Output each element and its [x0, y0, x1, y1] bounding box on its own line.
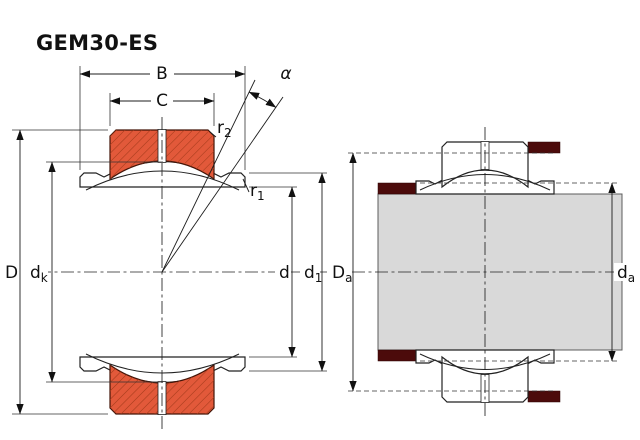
shaft-shoulder-bottom	[377, 349, 417, 362]
dim-r1-base: r	[250, 181, 257, 201]
alpha-line-2	[161, 96, 284, 273]
dim-Da-sub: a	[345, 271, 352, 285]
label-bg	[329, 263, 351, 281]
dim-r2-label: r2	[217, 118, 232, 140]
dim-d-label: d	[279, 263, 290, 283]
dim-d1-sub: 1	[315, 271, 323, 285]
drawing-title: GEM30-ES	[36, 31, 158, 55]
label-bg	[151, 92, 173, 109]
label-bg	[2, 263, 18, 281]
dim-B-label: B	[156, 64, 168, 84]
dim-da-base: d	[617, 263, 628, 283]
dim-alpha-label: α	[280, 64, 291, 84]
inner-ring-bottom	[79, 356, 246, 384]
dim-r1-sub: 1	[257, 189, 265, 203]
dim-Da-label: Da	[332, 263, 352, 285]
dim-da-label: da	[617, 263, 635, 285]
label-bg	[614, 263, 639, 281]
dim-d1-label: d1	[304, 263, 322, 285]
dim-dk-label: dk	[30, 263, 48, 285]
label-bg	[27, 263, 48, 281]
dim-r2-base: r	[217, 118, 224, 138]
dim-da-sub: a	[628, 271, 635, 285]
inner-ring-top	[79, 160, 246, 188]
r1-leader	[242, 178, 250, 193]
r2-leader	[209, 131, 217, 138]
housing-shoulder-bottom	[527, 390, 561, 403]
shaft-shoulder-top	[377, 182, 417, 195]
label-bg	[300, 263, 320, 281]
dim-d1-base: d	[304, 263, 315, 283]
alpha-arc	[248, 91, 277, 108]
label-bg	[150, 64, 174, 82]
dim-Da-base: D	[332, 263, 345, 283]
dim-dk-sub: k	[41, 271, 48, 285]
left-section-view: B C α r2 r1 D dk d d1	[2, 64, 336, 429]
housing-shoulder-top	[527, 141, 561, 154]
dim-r2-sub: 2	[224, 126, 232, 140]
dim-D-label: D	[5, 263, 18, 283]
dim-C-label: C	[156, 91, 168, 111]
right-mounted-view: Da da	[329, 127, 639, 417]
alpha-line-1	[161, 79, 256, 273]
dim-dk-base: d	[30, 263, 41, 283]
dim-r1-label: r1	[250, 181, 265, 203]
label-bg	[275, 263, 290, 281]
